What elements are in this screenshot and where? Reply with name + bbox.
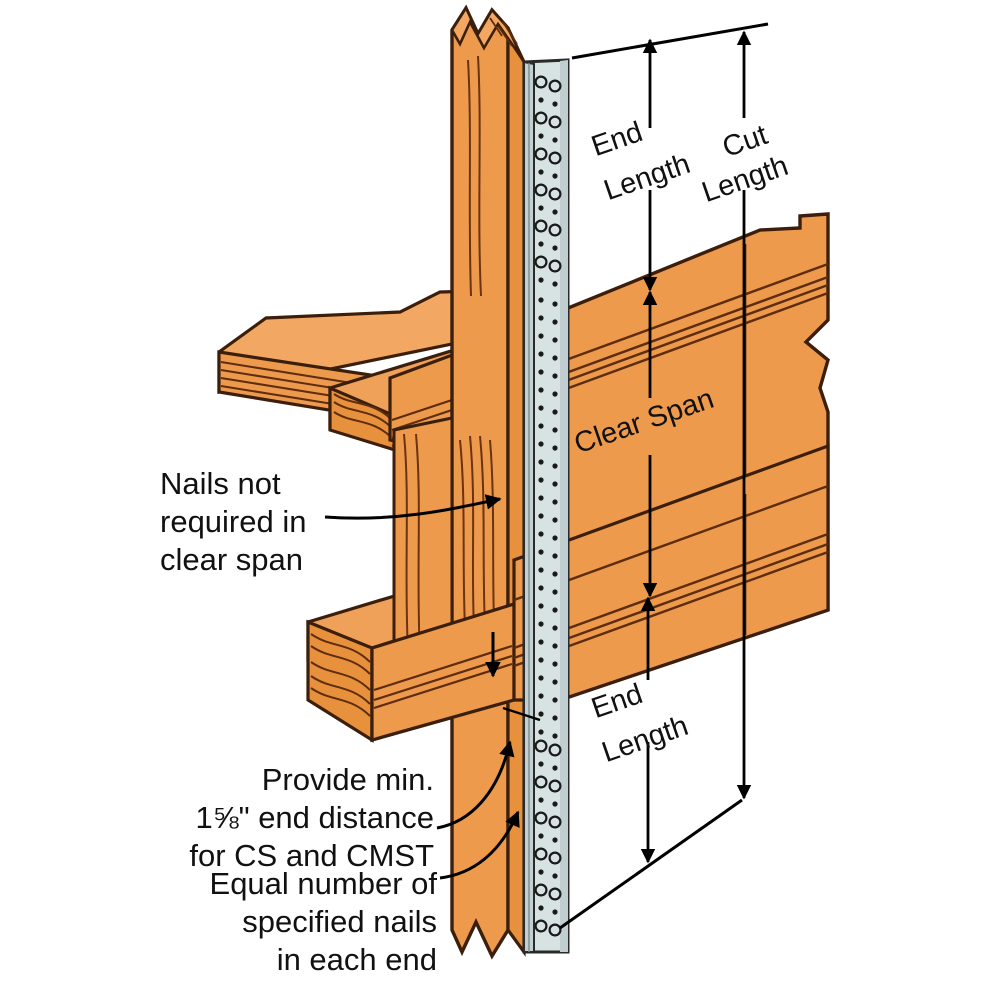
leader-min-end-tick [502, 706, 541, 722]
dimension-lines [559, 22, 769, 930]
callout-enddist-line1: Provide min. [262, 762, 434, 797]
strap-holes-top-end [534, 75, 562, 287]
strap-holes-bottom-end [534, 729, 562, 937]
callout-nails-line2: required in [160, 504, 306, 539]
callout-equalnails-line3: in each end [277, 942, 437, 977]
post-grain-mid [459, 435, 495, 629]
callout-equalnails-line1: Equal number of [210, 866, 438, 901]
post-top-grain [489, 17, 518, 47]
callout-enddist-line3: for CS and CMST [189, 838, 434, 873]
strap-right-shade [560, 60, 568, 952]
callout-equalnails-line2: specified nails [242, 904, 437, 939]
leader-nails-not-required [324, 494, 502, 520]
ext-line-bottom [559, 798, 743, 930]
ext-line-top [571, 22, 769, 60]
post-behind-grain [403, 433, 421, 657]
callout-enddist-line2: 1⅝" end distance [195, 800, 434, 835]
callout-nails-line3: clear span [160, 542, 303, 577]
post-grain-upper [467, 55, 482, 297]
strap-holes-clear-span [538, 297, 558, 721]
post-top-break [450, 5, 526, 63]
vertical-post [450, 4, 526, 960]
callout-text-blocks: Nails not required in clear span Provide… [160, 466, 437, 977]
leader-equal-nails [439, 810, 520, 880]
lower-plate-grain-curves [310, 633, 371, 717]
callout-nails-line1: Nails not [160, 466, 281, 501]
callout-leaders [324, 494, 541, 880]
joist-end-grain-curves-upper [333, 393, 393, 439]
leader-min-end-distance [436, 740, 515, 830]
